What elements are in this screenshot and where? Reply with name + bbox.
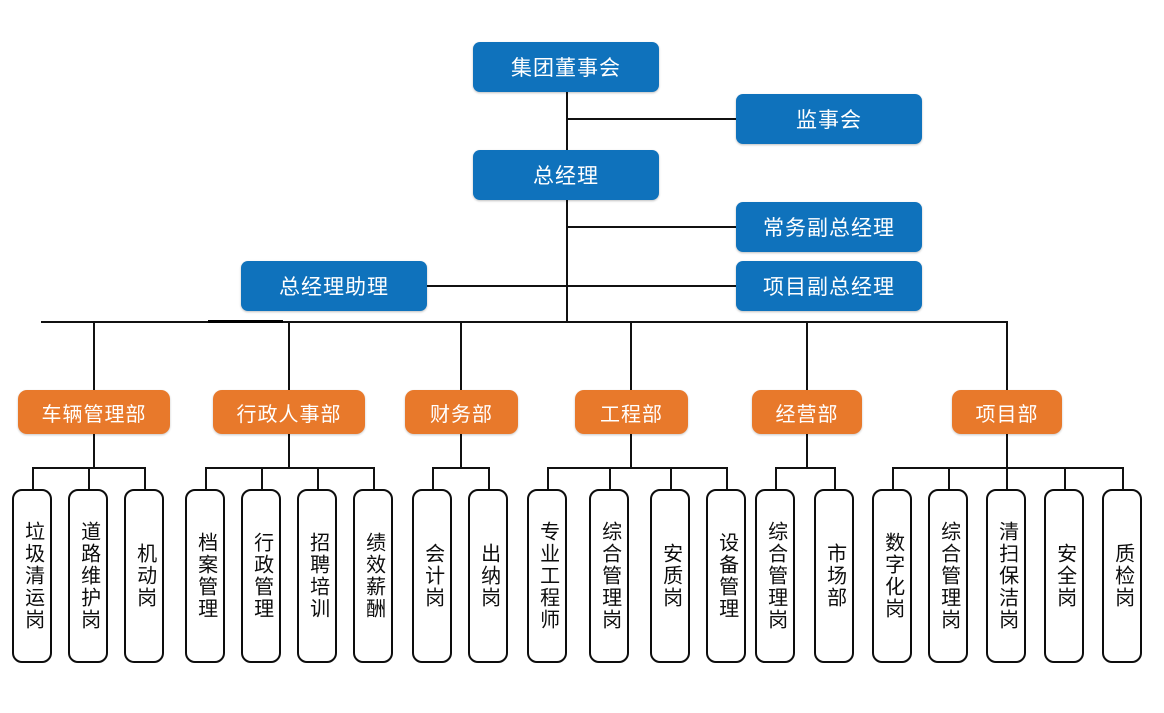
node-gm-assistant[interactable]: 总经理助理 [241,261,427,311]
stem-project-dept [1006,434,1008,468]
drop-cashier [488,467,490,489]
node-position-archive-mgmt[interactable]: 档案管理 [185,489,225,663]
drop-perf-compensation [373,467,375,489]
drop-proj-general-mgmt [948,467,950,489]
node-dept-admin-hr[interactable]: 行政人事部 [213,390,365,434]
node-general-manager[interactable]: 总经理 [473,150,659,200]
node-dept-engineering[interactable]: 工程部 [575,390,688,434]
stem-finance [460,434,462,468]
node-position-cashier[interactable]: 出纳岗 [468,489,508,663]
node-project-deputy-gm[interactable]: 项目副总经理 [736,261,922,311]
drop-safety-quality [670,467,672,489]
node-position-safety-post[interactable]: 安全岗 [1044,489,1084,663]
node-exec-deputy-gm[interactable]: 常务副总经理 [736,202,922,252]
drop-eng-general-mgmt [609,467,611,489]
node-position-safety-quality[interactable]: 安质岗 [650,489,690,663]
drop-accounting [432,467,434,489]
drop-to-engineering [630,321,632,390]
drop-equipment-mgmt [726,467,728,489]
stem-operations [806,434,808,468]
node-position-quality-inspection[interactable]: 质检岗 [1102,489,1142,663]
stem-vehicle-mgmt [93,434,95,468]
line-board-to-gm [566,92,568,150]
drop-marketing [834,467,836,489]
node-dept-vehicle-mgmt[interactable]: 车辆管理部 [18,390,170,434]
dept-bus-right [283,321,1008,323]
subbus-engineering [547,467,726,469]
node-position-perf-compensation[interactable]: 绩效薪酬 [353,489,393,663]
drop-to-admin-hr [288,321,290,390]
node-position-accounting[interactable]: 会计岗 [412,489,452,663]
dept-bus-left [41,321,208,323]
drop-cleaning-sanitation [1006,467,1008,489]
drop-motor-vehicle [144,467,146,489]
line-gm-spine [566,200,568,322]
node-position-garbage-transport[interactable]: 垃圾清运岗 [12,489,52,663]
node-dept-project[interactable]: 项目部 [952,390,1062,434]
node-dept-finance[interactable]: 财务部 [405,390,518,434]
drop-digitalization [892,467,894,489]
drop-quality-inspection [1122,467,1124,489]
subbus-operations [775,467,834,469]
node-position-recruit-training[interactable]: 招聘培训 [297,489,337,663]
node-position-admin-mgmt[interactable]: 行政管理 [241,489,281,663]
line-gm-to-supervisory [566,118,736,120]
node-board[interactable]: 集团董事会 [473,42,659,92]
drop-ops-general-mgmt [775,467,777,489]
stem-admin-hr [288,434,290,468]
node-position-eng-general-mgmt[interactable]: 综合管理岗 [589,489,629,663]
line-gm-to-assistant [427,285,566,287]
drop-to-operations [806,321,808,390]
node-position-road-maintenance[interactable]: 道路维护岗 [68,489,108,663]
subbus-finance [432,467,488,469]
node-position-digitalization[interactable]: 数字化岗 [872,489,912,663]
node-position-motor-vehicle[interactable]: 机动岗 [124,489,164,663]
node-supervisory-board[interactable]: 监事会 [736,94,922,144]
node-position-equipment-mgmt[interactable]: 设备管理 [706,489,746,663]
line-gm-to-exec-deputy [566,226,736,228]
drop-garbage-transport [32,467,34,489]
subbus-admin-hr [205,467,373,469]
node-position-ops-general-mgmt[interactable]: 综合管理岗 [755,489,795,663]
node-dept-operations[interactable]: 经营部 [752,390,862,434]
node-position-professional-eng[interactable]: 专业工程师 [527,489,567,663]
line-gm-to-project-deputy [566,285,736,287]
drop-to-finance [460,321,462,390]
drop-admin-mgmt [261,467,263,489]
node-position-cleaning-sanitation[interactable]: 清扫保洁岗 [986,489,1026,663]
drop-safety-post [1064,467,1066,489]
drop-recruit-training [317,467,319,489]
drop-professional-eng [547,467,549,489]
drop-to-vehicle-mgmt [93,321,95,390]
node-position-marketing[interactable]: 市场部 [814,489,854,663]
dept-bus-mid [208,320,283,323]
node-position-proj-general-mgmt[interactable]: 综合管理岗 [928,489,968,663]
stem-engineering [630,434,632,468]
drop-to-project-dept [1006,321,1008,390]
drop-road-maintenance [88,467,90,489]
drop-archive-mgmt [205,467,207,489]
